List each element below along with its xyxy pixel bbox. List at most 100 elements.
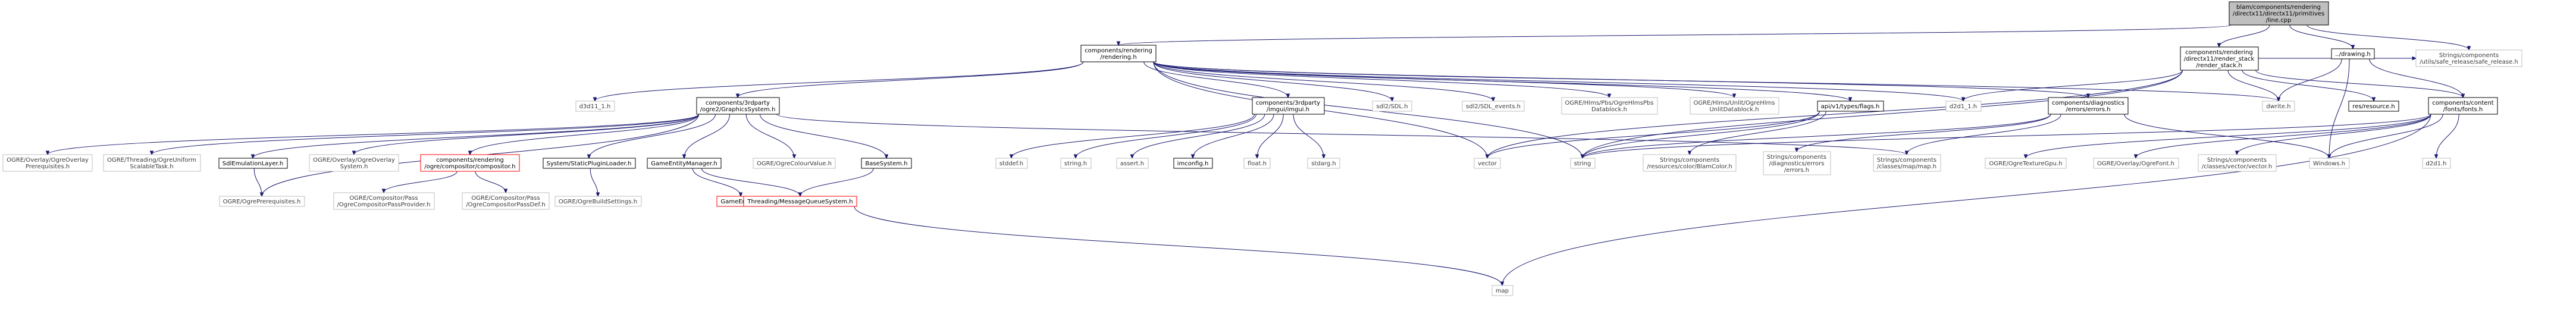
include-edge — [2026, 114, 2431, 158]
node-float: float.h — [1243, 158, 1271, 169]
node-label-line: OGRE/Overlay/OgreOverlay — [7, 157, 89, 164]
node-label-line: System.h — [340, 164, 368, 170]
node-graphics-system[interactable]: components/3rdparty/ogre2/GraphicsSystem… — [696, 97, 780, 115]
node-box — [1570, 158, 1596, 169]
node-sdl-emulation[interactable]: SdlEmulationLayer.h — [218, 158, 288, 169]
node-box — [2331, 48, 2375, 59]
node-box — [1690, 97, 1779, 115]
include-edge — [2255, 70, 2464, 98]
node-label-line: /directx11/render_stack — [2184, 56, 2255, 62]
node-label-line: OGRE/OgreTextureGpu.h — [1989, 161, 2062, 167]
include-edge — [2219, 24, 2270, 47]
include-edge — [354, 114, 699, 155]
node-render-stack[interactable]: components/rendering/directx11/render_st… — [2180, 46, 2259, 71]
node-label-line: float.h — [1248, 161, 1267, 167]
node-box — [420, 154, 520, 172]
node-imconfig[interactable]: imconfig.h — [1173, 158, 1213, 169]
node-label-line: /render_stack.h — [2196, 62, 2242, 69]
node-label-line: OGRE/OgrePrerequisites.h — [223, 199, 301, 205]
node-label-line: System/StaticPluginLoader.h — [547, 161, 632, 167]
node-errors[interactable]: components/diagnostics/errors/errors.h — [2048, 97, 2129, 115]
node-box — [995, 158, 1028, 169]
node-box — [1462, 101, 1525, 112]
node-label-line: ScalableTask.h — [130, 164, 173, 170]
include-edge — [1963, 70, 2183, 101]
node-label-line: OGRE/Hlms/Pbs/OgreHlmsPbs — [1565, 100, 1654, 106]
node-base-system[interactable]: BaseSystem.h — [861, 158, 912, 169]
node-label-line: Prerequisites.h — [26, 164, 70, 170]
node-label-line: SdlEmulationLayer.h — [222, 161, 283, 167]
node-box — [1173, 158, 1213, 169]
node-box — [2048, 97, 2129, 115]
node-label-line: OGRE/Overlay/OgreOverlay — [313, 157, 395, 164]
include-edge — [2307, 24, 2469, 50]
node-label-line: stdarg.h — [1311, 161, 1336, 167]
node-label-line: components/diagnostics — [2052, 100, 2124, 106]
node-label-line: sdl2/SDL_events.h — [1466, 103, 1521, 110]
node-label-line: imconfig.h — [1177, 161, 1209, 167]
node-box — [1817, 101, 1884, 112]
node-vector-h: Strings/components/classes/vector/vector… — [2198, 154, 2277, 172]
node-label-line: /OgreCompositorPassDef.h — [466, 202, 545, 208]
include-edge — [745, 114, 794, 158]
include-edge — [1293, 114, 1324, 158]
node-box — [1985, 158, 2067, 169]
node-windows: Windows.h — [2309, 158, 2350, 169]
include-edge — [738, 61, 1084, 98]
node-label-line: OGRE/Hlms/Unlit/OgreHlms — [1694, 100, 1775, 106]
include-edge — [1153, 61, 1609, 98]
node-label-line: /directx11/directx11/primitives — [2233, 11, 2324, 17]
node-rendering[interactable]: components/rendering/rendering.h — [1080, 45, 1157, 62]
node-label-line: string — [1574, 161, 1591, 167]
node-box — [575, 101, 615, 112]
node-box — [1491, 285, 1513, 296]
node-root[interactable]: blam/components/rendering/directx11/dire… — [2229, 1, 2329, 26]
node-box — [2348, 101, 2399, 112]
node-stddef: stddef.h — [995, 158, 1028, 169]
node-mq-system[interactable]: Threading/MessageQueueSystem.h — [743, 196, 857, 207]
node-box — [861, 158, 912, 169]
node-box — [1060, 158, 1092, 169]
node-box — [696, 97, 780, 115]
node-box — [219, 196, 305, 207]
node-label-line: sdl2/SDL.h — [1376, 103, 1408, 110]
node-static-plugin[interactable]: System/StaticPluginLoader.h — [543, 158, 636, 169]
node-sdl2-events: sdl2/SDL_events.h — [1462, 101, 1525, 112]
node-label-line: d3d11_1.h — [579, 103, 611, 110]
node-box — [2428, 97, 2498, 115]
node-box — [103, 154, 201, 172]
node-label-line: OGRE/OgreColourValue.h — [757, 161, 832, 167]
node-box — [2198, 154, 2277, 172]
include-edge — [1076, 114, 1256, 158]
node-game-entity-mgr[interactable]: GameEntityManager.h — [647, 158, 722, 169]
node-box — [2180, 46, 2259, 71]
node-box — [753, 158, 836, 169]
node-label-line: UnlitDatablock.h — [1709, 106, 1759, 113]
node-overlay-font: OGRE/Overlay/OgreFont.h — [2093, 158, 2179, 169]
include-edge — [1582, 114, 2051, 158]
include-edge — [1153, 61, 1493, 101]
node-box — [333, 192, 435, 210]
node-dwrite: dwrite.h — [2262, 101, 2295, 112]
node-pass-def: OGRE/Compositor/Pass/OgreCompositorPassD… — [462, 192, 550, 210]
node-stdarg: stdarg.h — [1307, 158, 1340, 169]
include-edge — [701, 168, 800, 196]
node-box — [309, 154, 399, 172]
include-edge — [1153, 61, 1392, 101]
include-edge — [2436, 114, 2459, 158]
node-flags[interactable]: api/v1/types/flags.h — [1817, 101, 1884, 112]
node-fonts[interactable]: components/content/fonts/fonts.h — [2428, 97, 2498, 115]
node-label-line: Strings/components — [2439, 52, 2499, 59]
node-label-line: components/rendering — [436, 157, 504, 164]
node-label-line: /imgui/imgui.h — [1267, 106, 1309, 113]
node-label-line: OGRE/Compositor/Pass — [471, 195, 540, 202]
node-imgui[interactable]: components/3rdparty/imgui/imgui.h — [1252, 97, 1325, 115]
node-label-line: Windows.h — [2313, 161, 2345, 167]
node-label-line: res/resource.h — [2352, 103, 2395, 110]
include-edge — [2369, 58, 2463, 98]
node-drawing[interactable]: ../drawing.h — [2331, 48, 2375, 59]
node-compositor[interactable]: components/rendering/ogre/compositor/com… — [420, 154, 520, 172]
node-resource[interactable]: res/resource.h — [2348, 101, 2399, 112]
include-edge — [1153, 61, 1850, 101]
